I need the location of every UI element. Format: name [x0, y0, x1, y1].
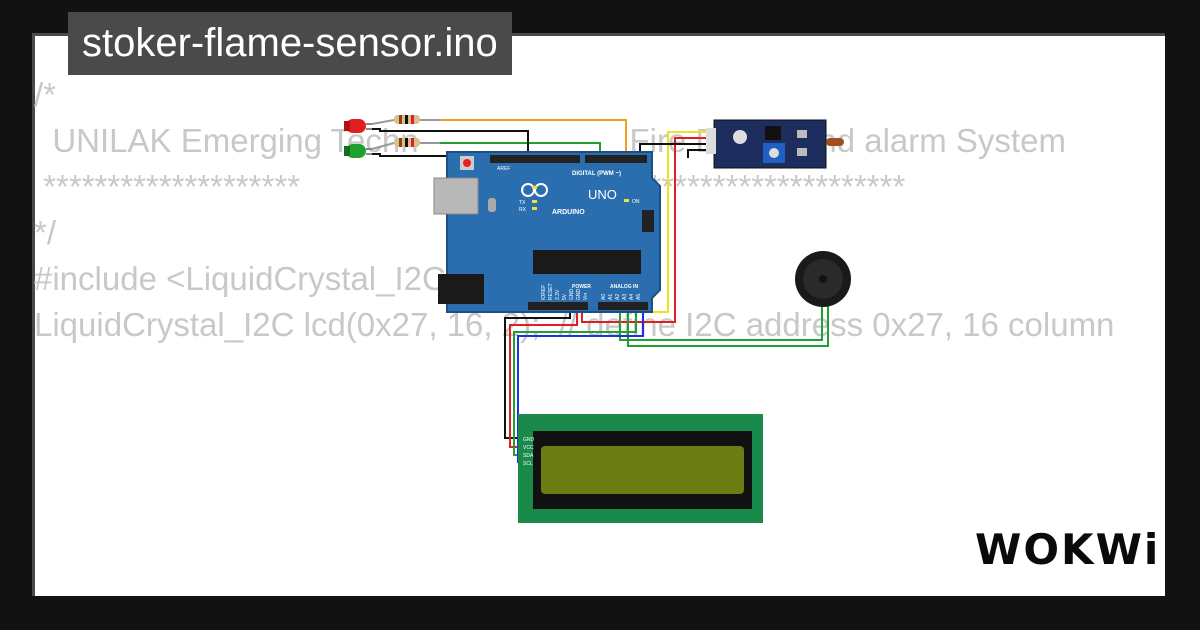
pin-label: IOREF: [541, 285, 547, 300]
arduino-uno[interactable]: DIGITAL (PWM ~) AREF UNO ARDUINO L TX RX…: [433, 151, 661, 313]
lcd-pin-label: GND: [523, 437, 535, 443]
resistor-1[interactable]: [371, 115, 440, 125]
pin-label: A4: [629, 294, 635, 300]
code-line: */: [34, 214, 57, 251]
board-power-label: POWER: [572, 284, 591, 290]
board-analog-label: ANALOG IN: [610, 284, 638, 290]
pin-label: Vin: [583, 293, 589, 300]
green-led[interactable]: [344, 144, 372, 158]
bottom-edge: [0, 596, 1200, 630]
board-digital-label: DIGITAL (PWM ~): [572, 171, 621, 177]
lcd-pin-label: SCL: [523, 461, 533, 467]
project-title: stoker-flame-sensor.ino: [68, 12, 512, 75]
pin-label: RESET: [548, 283, 554, 300]
wokwi-logo-text: WOKWi: [975, 525, 1161, 574]
wokwi-logo: WOKWi: [975, 525, 1160, 575]
code-line: /*: [34, 76, 57, 113]
resistor-2[interactable]: [371, 138, 440, 150]
pin-label: A5: [636, 294, 642, 300]
pin-label: A2: [615, 294, 621, 300]
red-led[interactable]: [344, 119, 372, 133]
right-edge: [1165, 0, 1200, 630]
board-l-label: L: [522, 186, 525, 192]
lcd-16x2[interactable]: GND VCC SDA SCL: [518, 414, 763, 523]
flame-sensor[interactable]: [706, 119, 844, 169]
pin-label: GND: [569, 289, 575, 301]
board-rx-label: RX: [519, 207, 527, 213]
lcd-pin-label: VCC: [523, 445, 534, 451]
board-on-label: ON: [632, 199, 640, 205]
board-tx-label: TX: [519, 200, 526, 206]
pin-label: GND: [576, 289, 582, 301]
board-aref-label: AREF: [497, 166, 510, 172]
board-model: UNO: [588, 187, 617, 202]
code-line: UNILAK Emerging Techn Fire Detect and al…: [34, 122, 1066, 159]
pin-label: A3: [622, 294, 628, 300]
lcd-pin-label: SDA: [523, 453, 534, 459]
pin-label: 3.3V: [555, 289, 561, 300]
analog-pin-labels: A0 A1 A2 A3 A4 A5: [601, 294, 642, 300]
buzzer[interactable]: [795, 251, 851, 307]
pin-label: 5V: [562, 293, 568, 300]
pin-label: A0: [601, 294, 607, 300]
board-brand: ARDUINO: [552, 209, 585, 216]
pin-label: A1: [608, 294, 614, 300]
code-background: /* UNILAK Emerging Techn Fire Detect and…: [34, 72, 1114, 348]
power-pin-labels: IOREF RESET 3.3V 5V GND GND Vin: [541, 283, 589, 300]
code-line: LiquidCrystal_I2C lcd(0x27, 16, 2); // d…: [34, 306, 1115, 343]
